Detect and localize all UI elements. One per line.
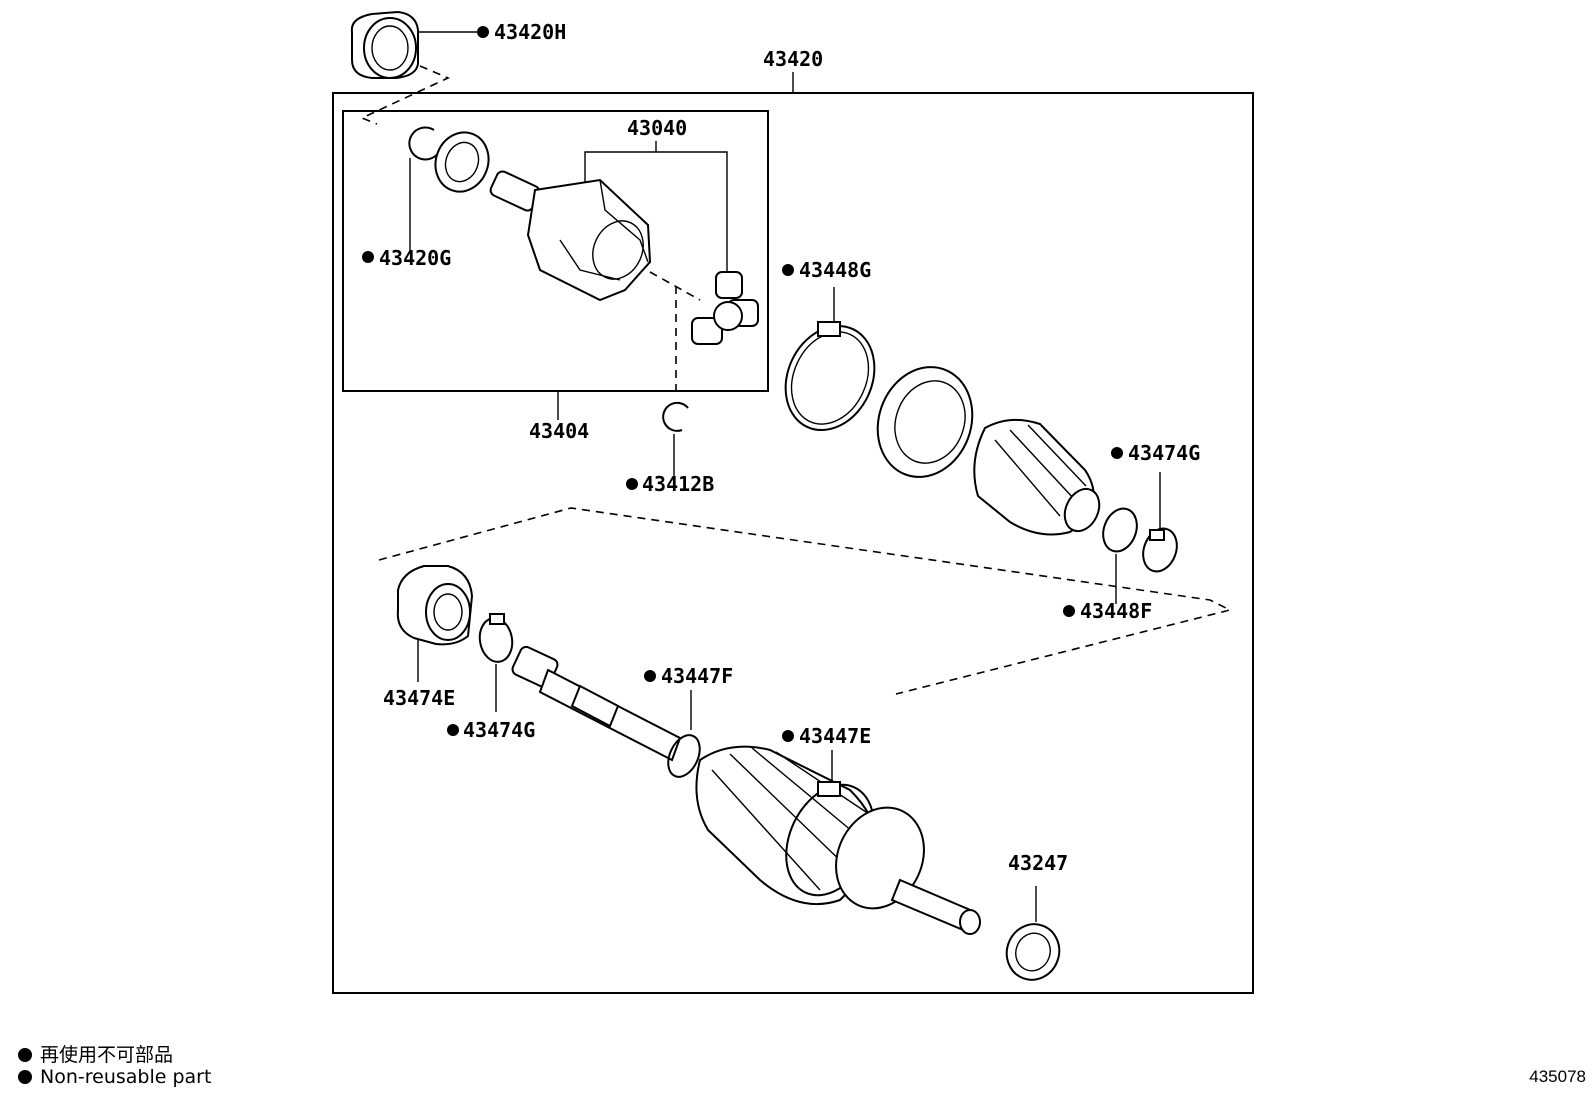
snap-ring-43412b [662, 401, 689, 432]
boot-clamp-43447f [667, 734, 701, 778]
legend-text-english: Non-reusable part [40, 1066, 212, 1088]
subassembly-box-43404 [342, 110, 769, 392]
label-43474g-bottom: 43474G [463, 718, 535, 742]
boot-clamp-43474g-top [1142, 527, 1178, 573]
inboard-joint-housing [489, 170, 652, 302]
boot-clamp-43448g [784, 321, 876, 432]
seal-43247 [1005, 923, 1061, 981]
boot-clamp-43448f [1102, 507, 1138, 553]
seal-43420h-part [350, 10, 419, 79]
label-43420g: 43420G [379, 246, 451, 270]
drive-shaft [511, 645, 682, 762]
seal-inner-part [434, 131, 490, 193]
legend-dot-icon [18, 1048, 32, 1062]
label-43040: 43040 [627, 116, 687, 140]
inboard-boot [973, 418, 1101, 536]
legend-line-english: Non-reusable part [18, 1066, 211, 1088]
legend-dot-icon [18, 1070, 32, 1084]
outboard-joint [835, 806, 981, 935]
label-43412b: 43412B [642, 472, 714, 496]
legend-text-japanese: 再使用不可部品 [40, 1044, 174, 1066]
non-reusable-dot [477, 26, 489, 38]
boot-clamp-43474g-bottom [478, 613, 514, 663]
label-43420h: 43420H [494, 20, 566, 44]
diagram-number: 435078 [1529, 1067, 1586, 1086]
label-43420: 43420 [763, 47, 823, 71]
label-43474g-top: 43474G [1128, 441, 1200, 465]
snap-ring-43420g [408, 126, 441, 161]
tripod-joint [691, 271, 759, 345]
label-43448g: 43448G [799, 258, 871, 282]
legend-line-japanese: 再使用不可部品 [18, 1040, 173, 1067]
label-43247: 43247 [1008, 851, 1068, 875]
label-43447e: 43447E [799, 724, 871, 748]
boot-adapter-ring [876, 366, 974, 478]
damper-43474e [396, 565, 474, 646]
label-43474e: 43474E [383, 686, 455, 710]
label-43404: 43404 [529, 419, 589, 443]
label-43448f: 43448F [1080, 599, 1152, 623]
label-43447f: 43447F [661, 664, 733, 688]
